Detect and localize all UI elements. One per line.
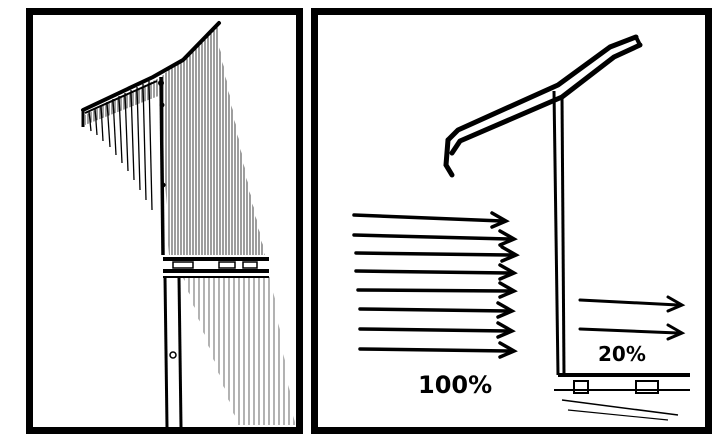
reduced-flow-arrows [578,295,686,341]
right-airflow-panel: 100% 20% [311,8,712,434]
roof-outline [445,34,643,156]
wall [552,90,566,376]
left-sketch-drawing [81,21,295,427]
lower-column [163,276,183,427]
roof-fringe [88,80,153,211]
left-sketch-panel [26,8,303,434]
roof-eave [81,21,221,112]
beam [163,257,269,278]
ground [554,373,690,421]
right-airflow-drawing: 100% 20% [352,34,690,421]
reduced-flow-label: 20% [598,342,646,366]
shadow-hatch-lower [183,277,295,425]
full-flow-label: 100% [418,371,492,399]
shadow-hatch-upper [85,25,265,255]
full-flow-arrows [352,211,520,359]
